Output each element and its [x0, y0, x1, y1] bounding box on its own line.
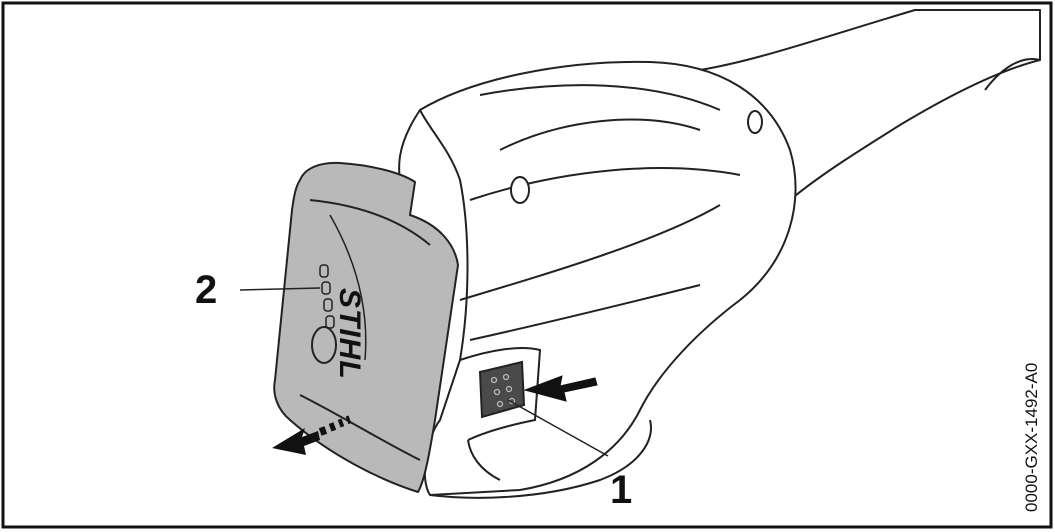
- battery-logo: STIHL: [333, 288, 366, 380]
- leader-line-release-button: [507, 399, 609, 457]
- pull-out-arrow-icon: [272, 415, 352, 455]
- leader-line-battery: [239, 287, 321, 291]
- figure-reference-code: 0000-GXX-1492-A0: [1022, 363, 1041, 512]
- press-arrow-icon: [523, 375, 598, 402]
- callout-battery: 2: [195, 268, 217, 312]
- tool-housing: [398, 9, 1041, 499]
- callout-release-button: 1: [610, 468, 632, 512]
- charge-indicator: [319, 264, 335, 329]
- battery-pack: STIHL: [273, 161, 459, 493]
- battery-slot: [459, 347, 542, 481]
